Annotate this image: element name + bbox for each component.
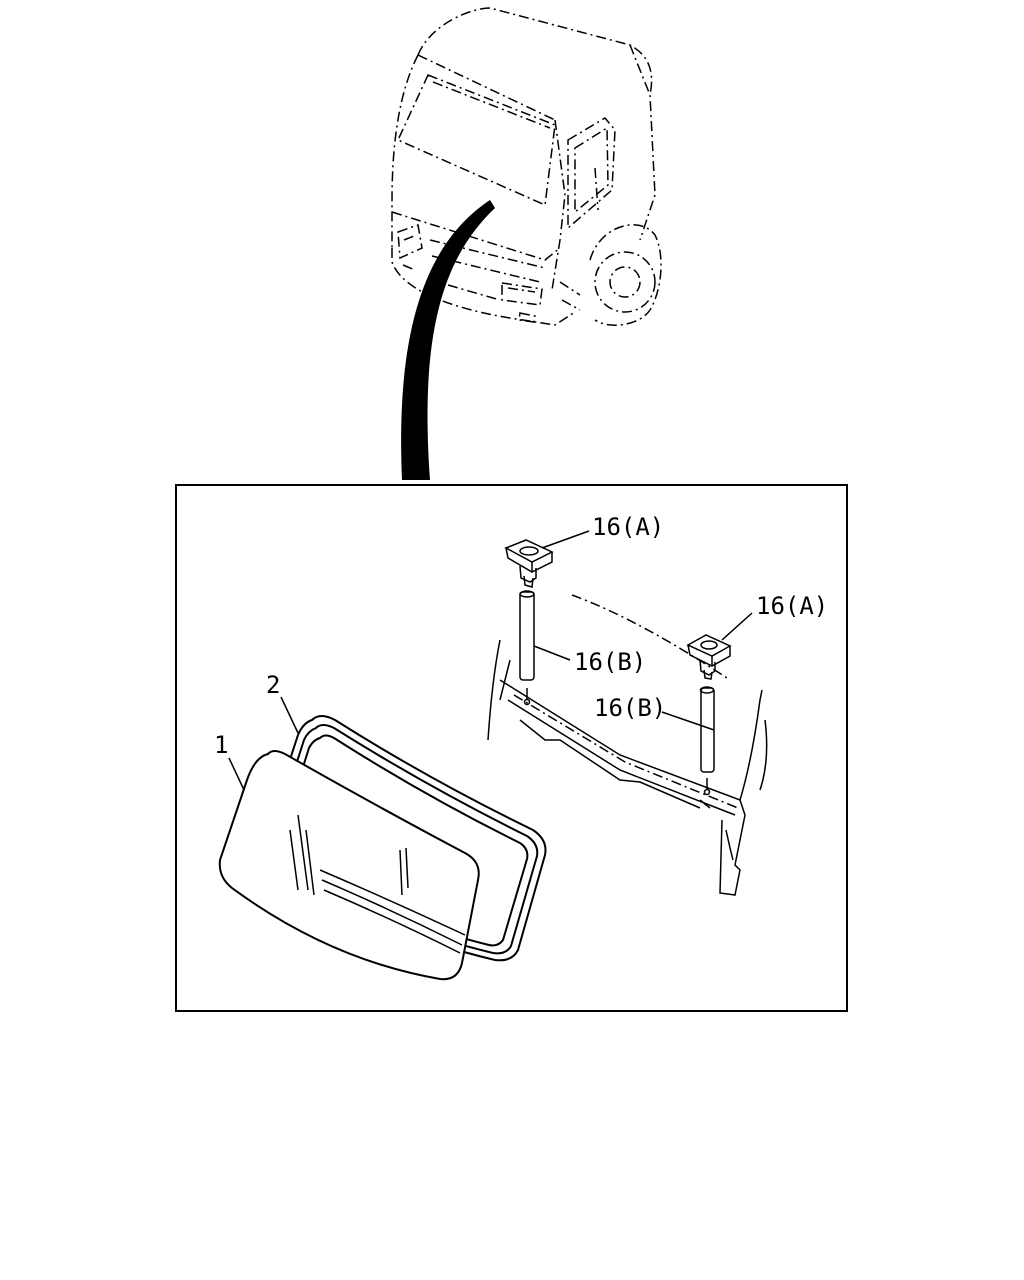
rear-glass [218,750,480,981]
callout-16b-left: 16(B) [574,648,646,676]
detail-frame [175,484,848,1012]
rod-16b-right [699,686,715,796]
clip-16a-right [686,634,732,680]
callout-2: 2 [266,671,280,699]
callout-16a-left: 16(A) [592,513,664,541]
truck-cab-illustration [391,7,662,480]
callout-1: 1 [214,731,228,759]
callout-16b-right: 16(B) [594,694,666,722]
clip-16a-left [504,539,554,588]
leader-lines [228,530,753,791]
rod-16b-left [519,590,535,706]
rear-glass-assembly [218,715,547,981]
glass-glare-lines [289,814,466,954]
cab-rear-panel [487,594,768,896]
callout-16a-right: 16(A) [756,592,828,620]
